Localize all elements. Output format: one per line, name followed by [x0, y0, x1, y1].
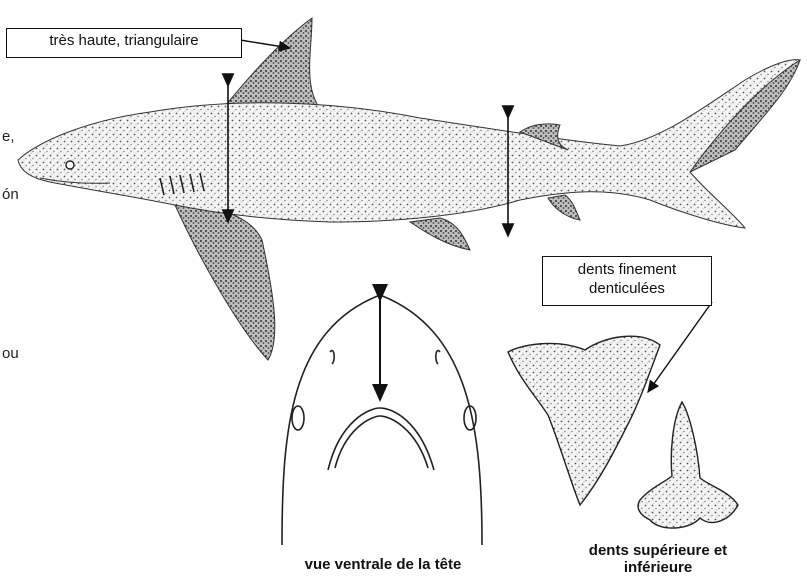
dorsal-fin-label: très haute, triangulaire	[6, 28, 242, 58]
teeth-detail-line: denticulées	[549, 279, 705, 298]
margin-fragment: ón	[2, 186, 19, 204]
margin-fragment: e,	[2, 128, 15, 146]
ventral-head-view	[282, 295, 482, 545]
margin-fragment: ou	[2, 345, 19, 363]
lower-tooth	[638, 402, 738, 528]
teeth-detail-line: dents finement	[549, 260, 705, 279]
teeth-detail-label: dents finement denticulées	[542, 256, 712, 306]
teeth-caption: dents supérieure et inférieure	[548, 542, 768, 576]
teeth-caption-line: inférieure	[548, 559, 768, 576]
head-view-caption: vue ventrale de la tête	[280, 556, 486, 573]
teeth-caption-line: dents supérieure et	[548, 542, 768, 559]
upper-tooth	[508, 336, 660, 505]
shark-side-view	[18, 18, 800, 360]
